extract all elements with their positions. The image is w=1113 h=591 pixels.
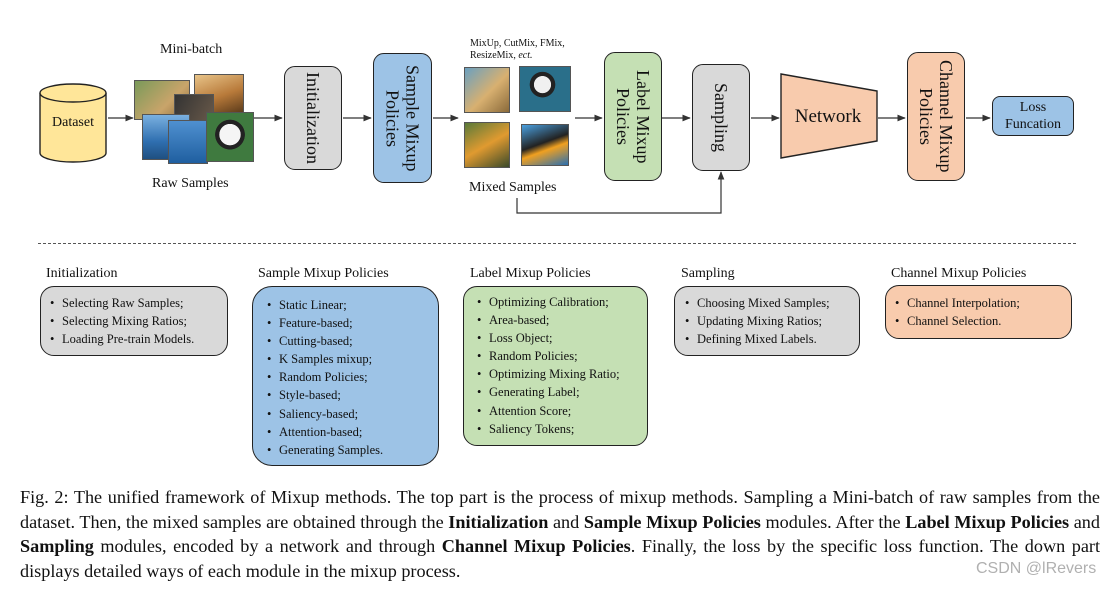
- raw-samples-label: Raw Samples: [152, 176, 229, 191]
- mixed-photo-birds-2: [521, 124, 569, 166]
- initialization-box: Initialization: [284, 66, 342, 170]
- list-item: Area-based;: [477, 311, 647, 329]
- panel-label-mixup: Optimizing Calibration; Area-based; Loss…: [463, 286, 648, 446]
- list-item: Channel Selection.: [895, 312, 1071, 330]
- network-shape: [780, 73, 878, 159]
- list-item: Loading Pre-train Models.: [50, 330, 227, 348]
- caption-text: and: [1069, 511, 1100, 532]
- list-item: Generating Label;: [477, 383, 647, 401]
- mixed-photo-birds-1: [464, 122, 510, 168]
- panel-initialization-title: Initialization: [46, 266, 118, 281]
- list-item: Selecting Raw Samples;: [50, 294, 227, 312]
- panel-initialization: Selecting Raw Samples; Selecting Mixing …: [40, 286, 228, 356]
- photo-panda: [206, 112, 254, 162]
- mixed-methods-list: ResizeMix,: [470, 50, 516, 61]
- panel-channel-mixup: Channel Interpolation; Channel Selection…: [885, 285, 1072, 339]
- caption-bold-label-mixup: Label Mixup Policies: [905, 511, 1070, 532]
- panel-sampling-title: Sampling: [681, 266, 735, 281]
- caption-bold-channel-mixup: Channel Mixup Policies: [441, 536, 631, 556]
- list-item: Generating Samples.: [267, 441, 438, 459]
- arrow-feedback-to-sampling: [516, 171, 725, 214]
- network-label: Network: [794, 106, 862, 127]
- panel-sampling-list: Choosing Mixed Samples; Updating Mixing …: [685, 294, 859, 348]
- list-item: Choosing Mixed Samples;: [685, 294, 859, 312]
- list-item: Channel Interpolation;: [895, 294, 1071, 312]
- list-item: Defining Mixed Labels.: [685, 330, 859, 348]
- dataset-cylinder: [38, 83, 108, 163]
- panel-channel-mixup-title: Channel Mixup Policies: [891, 266, 1027, 281]
- list-item: Updating Mixing Ratios;: [685, 312, 859, 330]
- dataset-label: Dataset: [52, 115, 94, 130]
- list-item: Random Policies;: [477, 347, 647, 365]
- panel-sample-mixup-list: Static Linear; Feature-based; Cutting-ba…: [267, 296, 438, 459]
- label-mixup-box: Label Mixup Policies: [604, 52, 662, 181]
- list-item: Static Linear;: [267, 296, 438, 314]
- channel-mixup-box-label: Channel Mixup Policies: [916, 60, 956, 173]
- mixed-methods-line1: MixUp, CutMix, FMix,: [470, 38, 565, 49]
- caption-text: modules. After the: [760, 511, 906, 532]
- photo-dolphin-2: [168, 120, 208, 164]
- list-item: Cutting-based;: [267, 332, 438, 350]
- label-mixup-box-label: Label Mixup Policies: [613, 69, 653, 164]
- caption-text: Fig. 2: The unified framework of Mixup m…: [20, 487, 1100, 532]
- sample-mixup-box-label: Sample Mixup Policies: [382, 64, 423, 172]
- pipeline-connectors: [108, 114, 991, 214]
- loss-function-box: Loss Funcation: [992, 96, 1074, 136]
- panel-sample-mixup: Static Linear; Feature-based; Cutting-ba…: [252, 286, 439, 466]
- caption-bold-sampling: Sampling: [20, 536, 94, 556]
- sampling-box-label: Sampling: [711, 82, 731, 152]
- panel-initialization-list: Selecting Raw Samples; Selecting Mixing …: [50, 294, 227, 348]
- channel-mixup-box: Channel Mixup Policies: [907, 52, 965, 181]
- figure-caption: Fig. 2: The unified framework of Mixup m…: [20, 485, 1100, 583]
- panel-sample-mixup-title: Sample Mixup Policies: [258, 266, 389, 281]
- minibatch-photo-stack: [134, 74, 256, 166]
- list-item: Attention Score;: [477, 402, 647, 420]
- list-item: Optimizing Mixing Ratio;: [477, 365, 647, 383]
- loss-function-label: Loss Funcation: [1005, 100, 1061, 132]
- sample-mixup-box: Sample Mixup Policies: [373, 53, 432, 183]
- panel-channel-mixup-list: Channel Interpolation; Channel Selection…: [895, 294, 1071, 330]
- list-item: K Samples mixup;: [267, 350, 438, 368]
- list-item: Optimizing Calibration;: [477, 293, 647, 311]
- list-item: Style-based;: [267, 386, 438, 404]
- caption-bold-initialization: Initialization: [448, 511, 549, 532]
- caption-text: . Finally, the loss by the specific loss…: [20, 536, 1101, 581]
- mixed-samples-label: Mixed Samples: [469, 180, 557, 195]
- list-item: Selecting Mixing Ratios;: [50, 312, 227, 330]
- panel-label-mixup-list: Optimizing Calibration; Area-based; Loss…: [477, 293, 647, 438]
- sampling-box: Sampling: [692, 64, 750, 171]
- section-divider: [38, 243, 1076, 244]
- list-item: Saliency Tokens;: [477, 420, 647, 438]
- panel-label-mixup-title: Label Mixup Policies: [470, 266, 591, 281]
- dataset-icon: [39, 83, 107, 163]
- list-item: Random Policies;: [267, 368, 438, 386]
- initialization-box-label: Initialization: [303, 72, 323, 164]
- list-item: Feature-based;: [267, 314, 438, 332]
- mixed-methods-ect: ect.: [518, 50, 533, 61]
- caption-text: and: [548, 511, 584, 532]
- panel-sampling: Choosing Mixed Samples; Updating Mixing …: [674, 286, 860, 356]
- mixed-photo-dog-cat: [464, 67, 510, 113]
- mixed-methods-line2: ResizeMix, ect.: [470, 50, 532, 62]
- caption-bold-sample-mixup: Sample Mixup Policies: [583, 511, 761, 532]
- mixed-photo-panda-dolphin: [519, 66, 571, 112]
- list-item: Saliency-based;: [267, 405, 438, 423]
- list-item: Attention-based;: [267, 423, 438, 441]
- watermark: CSDN @lRevers: [976, 560, 1097, 577]
- caption-text: modules, encoded by a network and throug…: [93, 536, 442, 556]
- list-item: Loss Object;: [477, 329, 647, 347]
- minibatch-label: Mini-batch: [160, 42, 223, 57]
